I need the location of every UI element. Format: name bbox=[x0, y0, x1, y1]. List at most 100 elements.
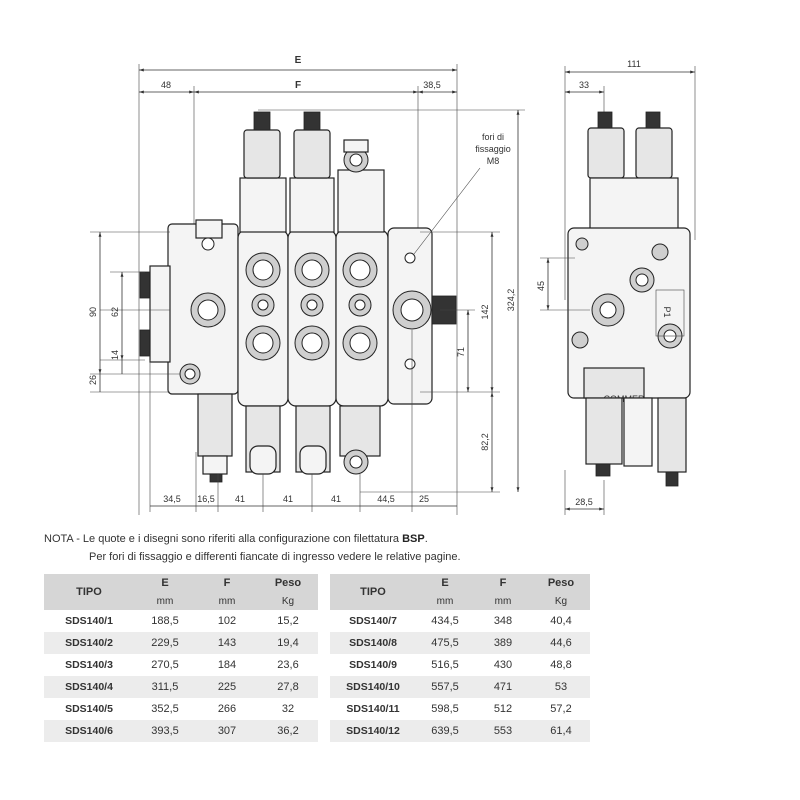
cell-f: 389 bbox=[474, 632, 532, 654]
cell-f: 471 bbox=[474, 676, 532, 698]
dim-324-2: 324,2 bbox=[506, 289, 516, 312]
cell-peso: 53 bbox=[532, 676, 590, 698]
cell-e: 475,5 bbox=[416, 632, 474, 654]
table-row: SDS140/11 598,5 512 57,2 bbox=[330, 698, 590, 720]
cell-tipo: SDS140/4 bbox=[44, 676, 134, 698]
dim-33: 33 bbox=[579, 80, 589, 90]
cell-f: 184 bbox=[217, 659, 237, 671]
dim-bottom-1: 34,5 bbox=[163, 494, 181, 504]
dim-62: 62 bbox=[110, 307, 120, 317]
cell-e: 598,5 bbox=[431, 703, 459, 715]
dim-bottom-5: 41 bbox=[331, 494, 341, 504]
cell-f: 225 bbox=[196, 676, 258, 698]
cell-f: 143 bbox=[196, 632, 258, 654]
section-2 bbox=[287, 111, 337, 475]
col-header-peso: Peso bbox=[532, 574, 590, 592]
col-header-e: E bbox=[416, 574, 474, 592]
cell-peso: 40,4 bbox=[550, 615, 572, 627]
col-header-e: E bbox=[134, 574, 196, 592]
cell-peso: 19,4 bbox=[258, 632, 318, 654]
fixing-label-line2: fissaggio bbox=[475, 144, 511, 154]
col-unit-peso: Kg bbox=[532, 592, 590, 610]
dim-bottom-3: 41 bbox=[235, 494, 245, 504]
dim-26: 26 bbox=[88, 375, 98, 385]
cell-e: 352,5 bbox=[151, 703, 179, 715]
cell-tipo: SDS140/8 bbox=[330, 632, 416, 654]
dim-48: 48 bbox=[161, 80, 171, 90]
cell-f: 512 bbox=[493, 703, 513, 715]
note-bold-bsp: BSP bbox=[402, 533, 425, 545]
cell-tipo: SDS140/11 bbox=[346, 703, 400, 715]
cell-e: 393,5 bbox=[134, 720, 196, 742]
cell-peso: 44,6 bbox=[532, 632, 590, 654]
cell-e: 229,5 bbox=[134, 632, 196, 654]
dim-111: 111 bbox=[627, 59, 641, 69]
cell-e: 311,5 bbox=[134, 676, 196, 698]
col-unit-e: mm bbox=[134, 592, 196, 610]
col-header-peso: Peso bbox=[258, 574, 318, 592]
col-header-f: F bbox=[474, 574, 532, 592]
section-3 bbox=[335, 139, 389, 475]
dim-14: 14 bbox=[110, 350, 120, 360]
dim-45: 45 bbox=[536, 281, 546, 291]
table-row: SDS140/1 188,5 102 15,2 bbox=[44, 610, 318, 632]
cell-e: 639,5 bbox=[416, 720, 474, 742]
col-unit-f: mm bbox=[196, 592, 258, 610]
cell-peso: 57,2 bbox=[550, 703, 572, 715]
col-header-tipo: TIPO bbox=[330, 574, 416, 610]
cell-f: 430 bbox=[493, 659, 513, 671]
dim-E: E bbox=[295, 55, 302, 66]
col-unit-f: mm bbox=[474, 592, 532, 610]
cell-tipo: SDS140/5 bbox=[65, 703, 113, 715]
dim-38-5: 38,5 bbox=[423, 80, 441, 90]
dim-82-2: 82,2 bbox=[480, 433, 490, 451]
cell-e: 557,5 bbox=[416, 676, 474, 698]
col-header-tipo: TIPO bbox=[44, 574, 134, 610]
fixing-label-line1: fori di bbox=[482, 132, 504, 142]
cell-peso: 32 bbox=[281, 703, 295, 715]
col-unit-e: mm bbox=[416, 592, 474, 610]
dim-bottom-4: 41 bbox=[283, 494, 293, 504]
cell-e: 188,5 bbox=[151, 615, 179, 627]
cell-e: 270,5 bbox=[151, 659, 179, 671]
cell-tipo: SDS140/9 bbox=[349, 659, 397, 671]
cell-tipo: SDS140/3 bbox=[65, 659, 113, 671]
cell-tipo: SDS140/2 bbox=[44, 632, 134, 654]
cell-tipo: SDS140/12 bbox=[330, 720, 416, 742]
section-1 bbox=[237, 111, 289, 475]
dim-bottom-7: 25 bbox=[419, 494, 429, 504]
technical-drawing: E 48 F 38,5 bbox=[88, 55, 696, 515]
note: NOTA - Le quote e i disegni sono riferit… bbox=[44, 530, 784, 566]
front-view: E 48 F 38,5 bbox=[88, 55, 525, 515]
cell-e: 434,5 bbox=[431, 615, 459, 627]
cell-f: 348 bbox=[493, 615, 513, 627]
dim-F: F bbox=[295, 80, 301, 91]
dim-90: 90 bbox=[88, 307, 98, 317]
cell-tipo: SDS140/6 bbox=[44, 720, 134, 742]
port-label-p1: P1 bbox=[662, 306, 672, 317]
dim-bottom-2: 16,5 bbox=[197, 494, 215, 504]
cell-tipo: SDS140/1 bbox=[65, 615, 113, 627]
cell-tipo: SDS140/10 bbox=[330, 676, 416, 698]
dim-142: 142 bbox=[480, 304, 490, 319]
dim-bottom-6: 44,5 bbox=[377, 494, 395, 504]
cell-f: 553 bbox=[474, 720, 532, 742]
cell-peso: 36,2 bbox=[258, 720, 318, 742]
cell-e: 516,5 bbox=[431, 659, 459, 671]
col-header-f: F bbox=[196, 574, 258, 592]
cell-peso: 48,8 bbox=[550, 659, 572, 671]
note-line-1: NOTA - Le quote e i disegni sono riferit… bbox=[44, 533, 428, 545]
cell-peso: 61,4 bbox=[532, 720, 590, 742]
cell-peso: 15,2 bbox=[277, 615, 299, 627]
cell-f: 102 bbox=[217, 615, 237, 627]
